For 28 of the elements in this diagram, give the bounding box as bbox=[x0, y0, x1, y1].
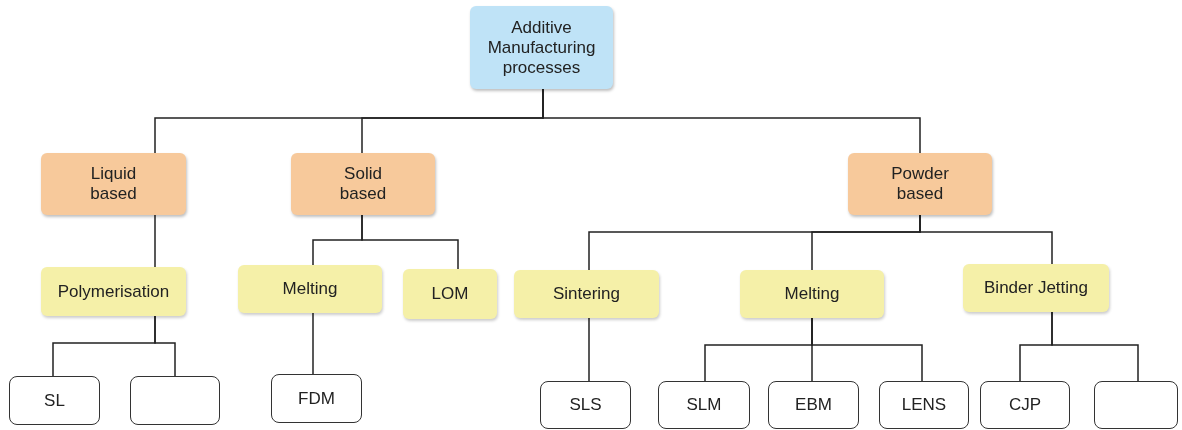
category-box: Solid based bbox=[291, 153, 435, 215]
process-box: LOM bbox=[403, 269, 497, 319]
category-box: Powder based bbox=[848, 153, 992, 215]
technology-box: SLM bbox=[658, 381, 750, 429]
connector-line bbox=[361, 214, 459, 270]
empty-box bbox=[1094, 381, 1178, 429]
process-box: Sintering bbox=[514, 270, 659, 318]
category-box: Liquid based bbox=[41, 153, 186, 215]
connector-line bbox=[1051, 311, 1139, 382]
connector-line bbox=[811, 317, 923, 382]
process-box: Polymerisation bbox=[41, 267, 186, 316]
technology-box: SL bbox=[9, 376, 100, 425]
technology-box: CJP bbox=[980, 381, 1070, 429]
technology-box: FDM bbox=[271, 374, 362, 423]
connector-line bbox=[154, 315, 176, 377]
root-box: Additive Manufacturing processes bbox=[470, 6, 613, 89]
technology-box: LENS bbox=[879, 381, 969, 429]
connector-line bbox=[312, 312, 314, 375]
connector-line bbox=[154, 214, 156, 268]
connector-line bbox=[919, 214, 1053, 265]
process-box: Melting bbox=[238, 265, 382, 313]
connector-line bbox=[588, 317, 590, 382]
technology-box: EBM bbox=[768, 381, 859, 429]
empty-box bbox=[130, 376, 220, 425]
process-box: Binder Jetting bbox=[963, 264, 1109, 312]
process-box: Melting bbox=[740, 270, 884, 318]
connector-line bbox=[542, 88, 921, 154]
technology-box: SLS bbox=[540, 381, 631, 429]
